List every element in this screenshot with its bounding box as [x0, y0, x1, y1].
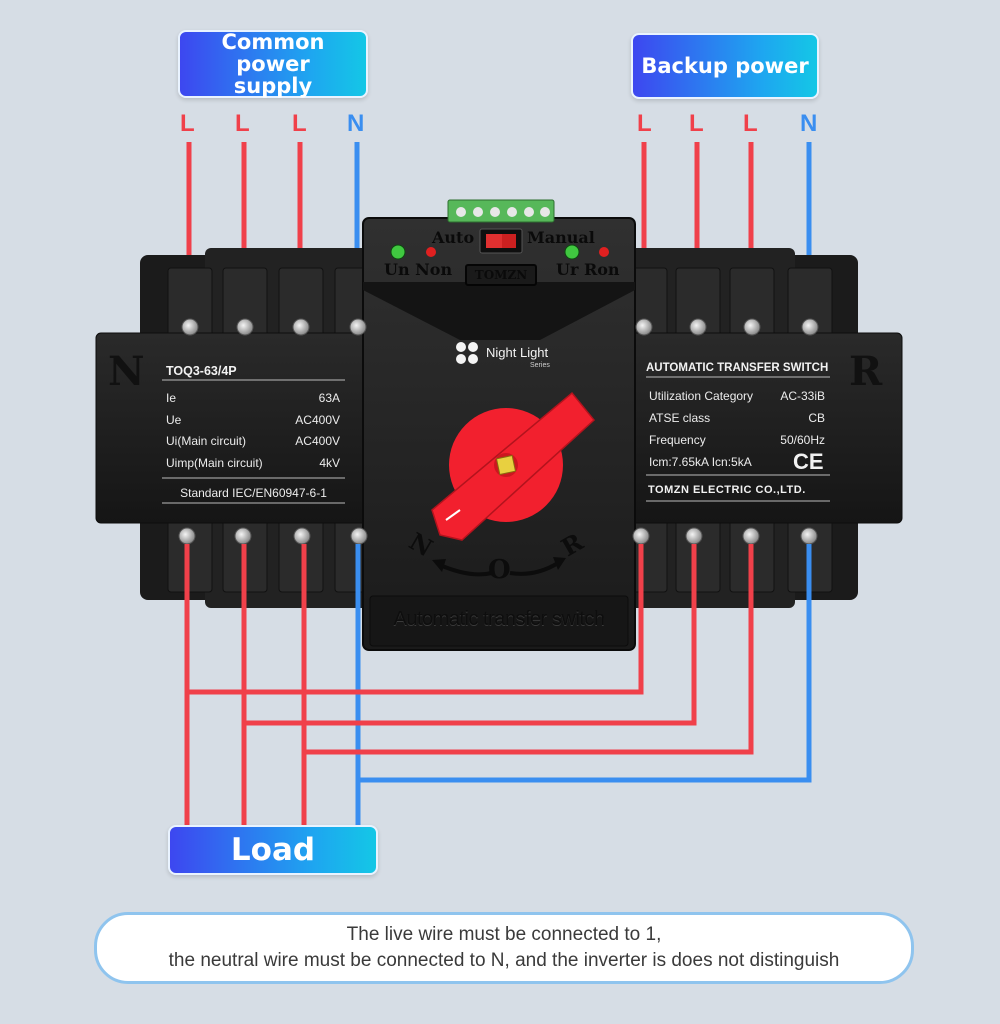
spec-label-ie: Ie: [166, 391, 177, 405]
night-light-text: Night Light: [486, 345, 549, 360]
load-label: Load: [168, 825, 378, 875]
spec-label-atse: ATSE class: [649, 411, 711, 425]
wiring-note: The live wire must be connected to 1, th…: [94, 912, 914, 984]
series-text: Series: [530, 362, 550, 369]
wire-label-right-n: N: [800, 110, 818, 137]
ce-mark-icon: CE: [793, 449, 824, 474]
maker-label: TOMZN ELECTRIC CO.,LTD.: [648, 484, 806, 496]
spec-value-ui: AC400V: [295, 434, 340, 448]
mode-manual-label: Manual: [527, 228, 595, 247]
spec-label-uimp: Uimp(Main circuit): [166, 456, 263, 470]
wire-label-left-l2: L: [235, 110, 250, 137]
transfer-switch-body: [95, 199, 903, 651]
spec-label-ue: Ue: [166, 413, 182, 427]
wire-label-left-n: N: [347, 110, 365, 137]
backup-power-label: Backup power: [631, 33, 819, 99]
brand-badge: TOMZN: [474, 268, 528, 282]
wire-label-left-l1: L: [180, 110, 195, 137]
led-normal-green-icon: [390, 244, 406, 260]
wire-label-right-l2: L: [689, 110, 704, 137]
note-line-1: The live wire must be connected to 1,: [346, 924, 662, 945]
note-line-2: the neutral wire must be connected to N,…: [168, 950, 840, 971]
spec-label-ui: Ui(Main circuit): [166, 434, 247, 448]
wire-label-right-l3: L: [743, 110, 758, 137]
model-label: TOQ3-63/4P: [166, 364, 237, 378]
spec-value-ie: 63A: [318, 391, 340, 405]
wire-out-right-l2: [244, 544, 697, 726]
spec-value-uimp: 4kV: [319, 456, 340, 470]
spec-value-atse: CB: [808, 411, 825, 425]
wire-out-right-l1: [187, 544, 644, 695]
wire-out-right-l3: [304, 544, 754, 755]
spec-label-utilization: Utilization Category: [649, 389, 754, 403]
led-reserve-red-icon: [599, 247, 609, 257]
common-power-supply-label: Common power supply: [178, 30, 368, 98]
mode-auto-label: Auto: [432, 228, 475, 247]
right-plate-title: AUTOMATIC TRANSFER SWITCH: [646, 362, 829, 374]
wire-out-right-n: [358, 544, 812, 783]
wire-label-left-l3: L: [292, 110, 307, 137]
ur-ron-label: Ur Ron: [556, 260, 620, 279]
spec-icm: Icm:7.65kA Icn:5kA: [649, 455, 752, 469]
un-non-label: Un Non: [384, 260, 453, 279]
spec-value-ue: AC400V: [295, 413, 340, 427]
rotary-handle[interactable]: [431, 391, 596, 541]
spec-value-utilization: AC-33iB: [780, 389, 825, 403]
standard-label: Standard IEC/EN60947-6-1: [180, 486, 327, 500]
led-reserve-green-icon: [564, 244, 580, 260]
side-r-letter: R: [849, 348, 883, 395]
side-n-letter: N: [108, 348, 145, 395]
spec-label-frequency: Frequency: [649, 433, 706, 447]
night-light-logo-icon: [456, 342, 478, 364]
spec-value-frequency: 50/60Hz: [780, 433, 825, 447]
output-wires: [184, 544, 812, 860]
dial-o-label: O: [488, 555, 511, 585]
led-normal-red-icon: [426, 247, 436, 257]
bottom-panel-label: Automatic transfer switch: [393, 608, 605, 630]
wire-label-right-l1: L: [637, 110, 652, 137]
